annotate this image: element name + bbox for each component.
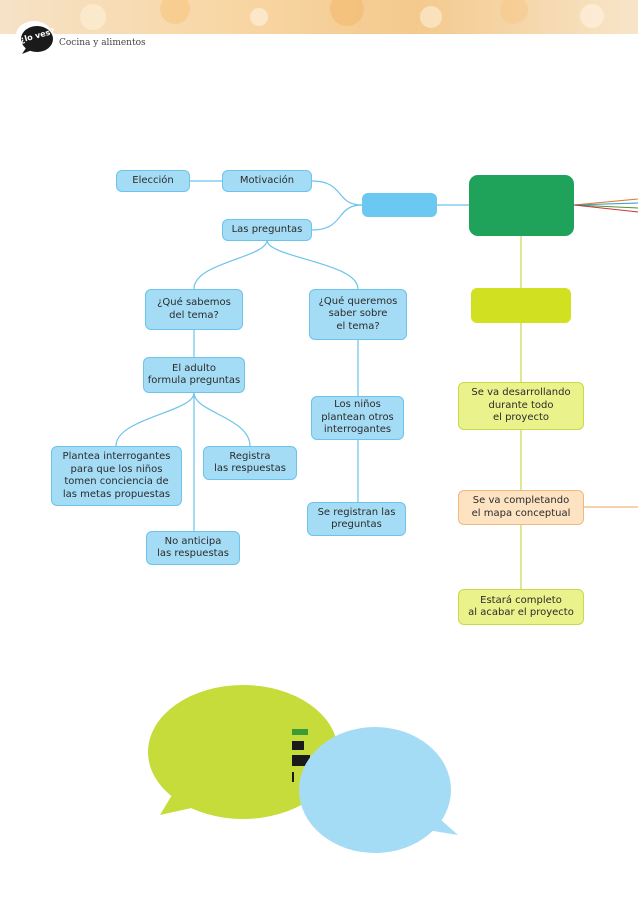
speech-bubble-green	[148, 685, 338, 819]
lo-ves-logo: ¿lo ves?	[16, 21, 54, 54]
header-banner	[0, 0, 638, 34]
hub-blue	[362, 193, 437, 217]
node-el-adulto: El adulto formula preguntas	[143, 357, 245, 393]
node-se-va-completando: Se va completando el mapa conceptual	[458, 490, 584, 525]
node-que-queremos: ¿Qué queremos saber sobre el tema?	[309, 289, 407, 340]
node-que-sabemos: ¿Qué sabemos del tema?	[145, 289, 243, 330]
hub-lime	[471, 288, 571, 323]
hub-green	[469, 175, 574, 236]
node-eleccion: Elección	[116, 170, 190, 192]
node-las-preguntas: Las preguntas	[222, 219, 312, 241]
node-estara-completo: Estará completo al acabar el proyecto	[458, 589, 584, 625]
speech-bubble-blue	[299, 727, 458, 853]
section-title: Cocina y alimentos	[59, 38, 146, 48]
node-no-anticipa: No anticipa las respuestas	[146, 531, 240, 565]
node-registra: Registra las respuestas	[203, 446, 297, 480]
node-plantea-interrogantes: Plantea interrogantes para que los niños…	[51, 446, 182, 506]
node-motivacion: Motivación	[222, 170, 312, 192]
node-se-registran: Se registran las preguntas	[307, 502, 406, 536]
bubble-decoration	[292, 729, 310, 782]
node-se-va-desarrollando: Se va desarrollando durante todo el proy…	[458, 382, 584, 430]
node-los-ninos: Los niños plantean otros interrogantes	[311, 396, 404, 440]
